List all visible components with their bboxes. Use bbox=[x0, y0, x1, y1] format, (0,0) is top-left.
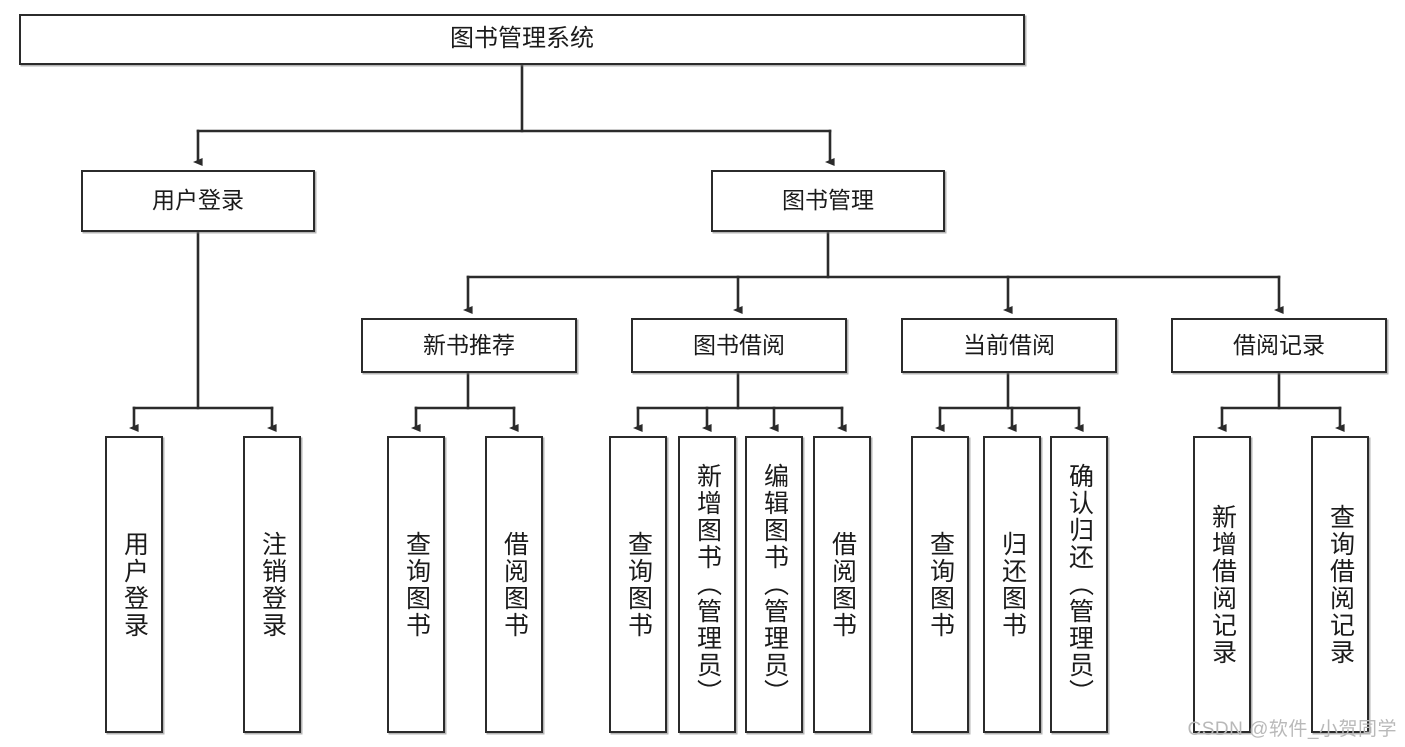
node-leaf-add-book-label: 新增图书（管理员） bbox=[693, 463, 722, 706]
csdn-watermark: CSDN @软件_小贺同学 bbox=[1187, 719, 1397, 740]
node-user-login-label: 用户登录 bbox=[152, 187, 244, 214]
node-leaf-user-login[interactable]: 用户登录 bbox=[105, 436, 163, 733]
node-leaf-confirm-return[interactable]: 确认归还（管理员） bbox=[1050, 436, 1108, 733]
node-new-book-rec-label: 新书推荐 bbox=[423, 331, 515, 358]
node-leaf-query-record[interactable]: 查询借阅记录 bbox=[1311, 436, 1369, 733]
node-leaf-query-book-current-label: 查询图书 bbox=[926, 530, 955, 639]
node-leaf-query-book-current[interactable]: 查询图书 bbox=[911, 436, 969, 733]
node-leaf-user-logout-label: 注销登录 bbox=[258, 530, 287, 639]
node-leaf-borrow-book-rec[interactable]: 借阅图书 bbox=[485, 436, 543, 733]
node-book-manage[interactable]: 图书管理 bbox=[711, 170, 945, 232]
node-leaf-user-logout[interactable]: 注销登录 bbox=[243, 436, 301, 733]
node-book-manage-label: 图书管理 bbox=[782, 187, 874, 214]
node-leaf-edit-book-label: 编辑图书（管理员） bbox=[760, 463, 789, 706]
node-user-login[interactable]: 用户登录 bbox=[81, 170, 315, 232]
node-leaf-user-login-label: 用户登录 bbox=[120, 530, 149, 639]
node-leaf-return-book[interactable]: 归还图书 bbox=[983, 436, 1041, 733]
node-current-borrow[interactable]: 当前借阅 bbox=[901, 318, 1117, 373]
node-leaf-borrow-book-label: 借阅图书 bbox=[828, 530, 857, 639]
node-leaf-query-book-rec[interactable]: 查询图书 bbox=[387, 436, 445, 733]
node-leaf-add-book[interactable]: 新增图书（管理员） bbox=[678, 436, 736, 733]
node-leaf-query-book-borrow[interactable]: 查询图书 bbox=[609, 436, 667, 733]
node-leaf-query-book-rec-label: 查询图书 bbox=[402, 530, 431, 639]
node-root-label: 图书管理系统 bbox=[450, 25, 594, 53]
node-borrow-record-label: 借阅记录 bbox=[1233, 331, 1325, 358]
node-leaf-borrow-book-rec-label: 借阅图书 bbox=[500, 530, 529, 639]
node-leaf-confirm-return-label: 确认归还（管理员） bbox=[1065, 463, 1094, 706]
node-leaf-add-record[interactable]: 新增借阅记录 bbox=[1193, 436, 1251, 733]
node-leaf-add-record-label: 新增借阅记录 bbox=[1208, 503, 1237, 666]
node-root[interactable]: 图书管理系统 bbox=[19, 14, 1025, 65]
node-leaf-query-book-borrow-label: 查询图书 bbox=[624, 530, 653, 639]
node-borrow-record[interactable]: 借阅记录 bbox=[1171, 318, 1387, 373]
node-current-borrow-label: 当前借阅 bbox=[963, 331, 1055, 358]
node-leaf-query-record-label: 查询借阅记录 bbox=[1326, 503, 1355, 666]
node-book-borrow-label: 图书借阅 bbox=[693, 331, 785, 358]
node-book-borrow[interactable]: 图书借阅 bbox=[631, 318, 847, 373]
node-leaf-return-book-label: 归还图书 bbox=[998, 530, 1027, 639]
node-new-book-rec[interactable]: 新书推荐 bbox=[361, 318, 577, 373]
node-leaf-borrow-book[interactable]: 借阅图书 bbox=[813, 436, 871, 733]
node-leaf-edit-book[interactable]: 编辑图书（管理员） bbox=[745, 436, 803, 733]
